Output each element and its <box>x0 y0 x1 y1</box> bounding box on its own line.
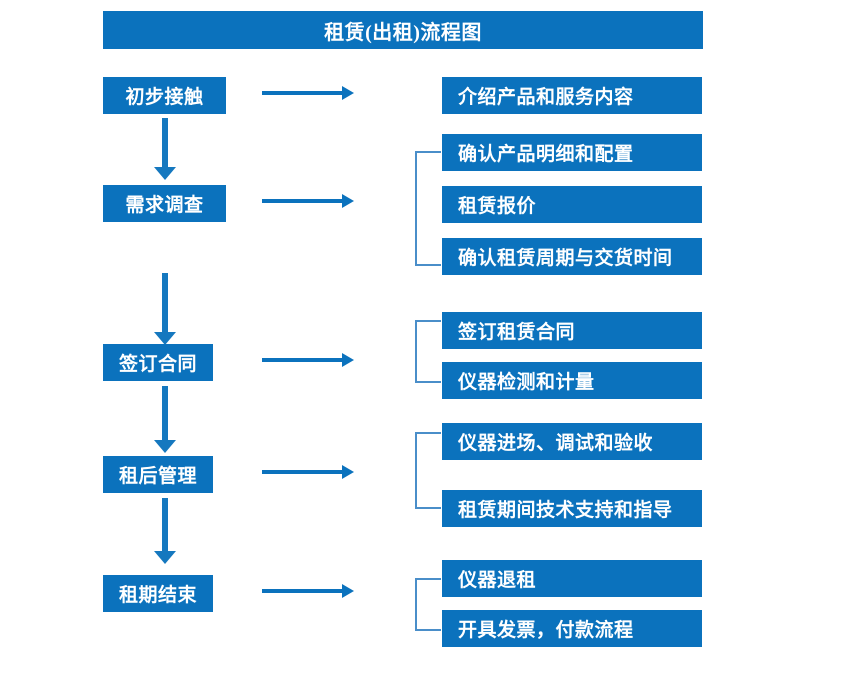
bracket-connector-2 <box>415 151 441 266</box>
stage-box-1[interactable]: 初步接触 <box>103 77 226 114</box>
stage-box-4[interactable]: 租后管理 <box>103 456 213 493</box>
detail-box-2-2[interactable]: 租赁报价 <box>442 186 702 223</box>
detail-box-2-3[interactable]: 确认租赁周期与交货时间 <box>442 238 702 275</box>
detail-box-5-2[interactable]: 开具发票，付款流程 <box>442 610 702 647</box>
stage-arrow-3 <box>262 353 354 367</box>
detail-box-4-2[interactable]: 租赁期间技术支持和指导 <box>442 490 702 527</box>
stage-arrow-1 <box>262 86 354 100</box>
stage-box-5[interactable]: 租期结束 <box>103 575 213 612</box>
stage-arrow-5 <box>262 584 354 598</box>
flow-arrow-3-4 <box>154 386 176 453</box>
flow-arrow-1-2 <box>154 118 176 180</box>
stage-arrow-2 <box>262 194 354 208</box>
detail-box-5-1[interactable]: 仪器退租 <box>442 560 702 597</box>
detail-box-3-1[interactable]: 签订租赁合同 <box>442 312 702 349</box>
bracket-connector-5 <box>415 578 441 631</box>
stage-box-3[interactable]: 签订合同 <box>103 344 213 381</box>
detail-box-4-1[interactable]: 仪器进场、调试和验收 <box>442 423 702 460</box>
detail-box-2-1[interactable]: 确认产品明细和配置 <box>442 134 702 171</box>
stage-arrow-4 <box>262 465 354 479</box>
bracket-connector-3 <box>415 320 441 383</box>
stage-box-2[interactable]: 需求调查 <box>103 185 226 222</box>
diagram-title: 租赁(出租)流程图 <box>103 11 703 49</box>
detail-box-1-1[interactable]: 介绍产品和服务内容 <box>442 77 702 114</box>
detail-box-3-2[interactable]: 仪器检测和计量 <box>442 362 702 399</box>
flow-arrow-4-5 <box>154 498 176 564</box>
flow-arrow-2-3 <box>154 273 176 345</box>
bracket-connector-4 <box>415 432 441 509</box>
